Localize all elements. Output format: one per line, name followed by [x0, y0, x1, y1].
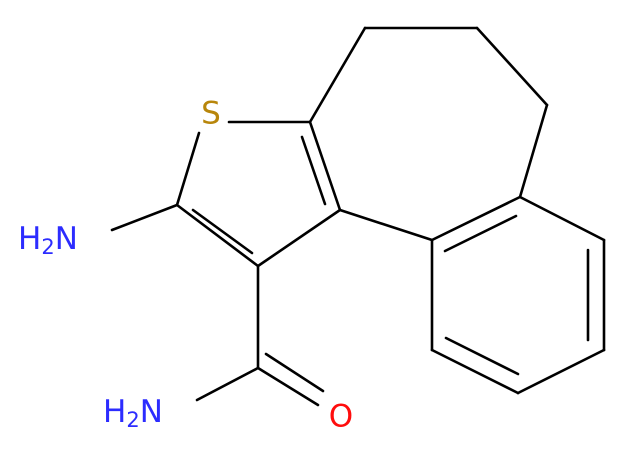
bond-c3a-c11a: [338, 208, 434, 242]
bond-c2-c3-inner: [191, 208, 254, 255]
sulfur-atom-label: S: [201, 96, 221, 132]
amine-nh2-label: H2N: [18, 221, 78, 260]
bond-lines: [110, 26, 606, 407]
bond-carbonyl-nh2: [195, 366, 260, 402]
bond-c2-nh2: [110, 203, 179, 232]
bond-c5-c4a: [518, 103, 549, 199]
bond-c2b-c1b: [430, 348, 520, 395]
bond-c3b-c2b: [516, 348, 606, 395]
bond-c6-c5: [475, 26, 549, 107]
bond-c2b-c1b-inner: [444, 336, 520, 376]
bond-c11a-c4a: [430, 195, 522, 242]
bond-c2-c3: [175, 203, 260, 268]
carbonyl-oxygen-label: O: [329, 399, 353, 435]
bond-c11a-c4a-inner: [443, 214, 518, 253]
bond-c3a-c7a-inner: [300, 135, 327, 206]
bond-carbonyl-o-double: [264, 352, 325, 393]
bond-s-c2: [175, 131, 201, 207]
bond-c3-c3a: [256, 208, 342, 268]
bond-c4a-c4: [518, 195, 606, 242]
bond-c3a-c7a: [308, 120, 342, 212]
bond-carbonyl-o: [256, 366, 320, 407]
amide-nh2-label: H2N: [103, 394, 163, 433]
bond-c7a-c7: [308, 26, 367, 124]
